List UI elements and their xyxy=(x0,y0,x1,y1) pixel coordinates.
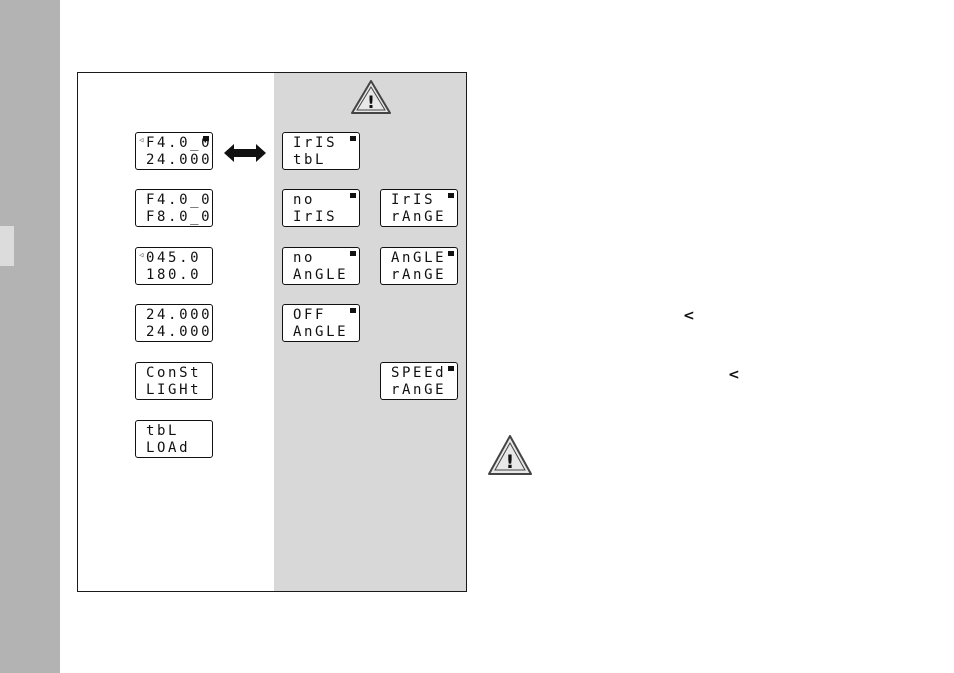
lcd-line-1: IrIS xyxy=(391,192,451,208)
lcd-line-2: 24.000 xyxy=(146,324,206,340)
lcd-line-1: F4.0_0 xyxy=(146,135,206,151)
lcd-display-right-2: AnGLE rAnGE xyxy=(380,247,458,285)
lcd-line-2: F8.0_0 xyxy=(146,209,206,225)
lcd-line-2: rAnGE xyxy=(391,209,451,225)
lcd-line-2: rAnGE xyxy=(391,267,451,283)
lcd-line-2: LIGHt xyxy=(146,382,206,398)
chevron-left-icon: < xyxy=(683,309,695,323)
lcd-line-1: F4.0_0 xyxy=(146,192,206,208)
lcd-line-2: 180.0 xyxy=(146,267,206,283)
selection-indicator: ◁ xyxy=(139,251,143,259)
lcd-line-1: 045.0 xyxy=(146,250,206,266)
lcd-line-1: ConSt xyxy=(146,365,206,381)
lcd-display-middle-3: no AnGLE xyxy=(282,247,360,285)
warning-mark: ! xyxy=(506,451,515,473)
lcd-line-1: OFF xyxy=(293,307,353,323)
lcd-display-left-4: 24.000 24.000 xyxy=(135,304,213,342)
chapter-tab-marker xyxy=(0,226,14,266)
lcd-line-2: AnGLE xyxy=(293,267,353,283)
lcd-display-middle-2: no IrIS xyxy=(282,189,360,227)
lcd-line-1: SPEEd xyxy=(391,365,451,381)
lcd-line-2: tbL xyxy=(293,152,353,168)
lcd-line-1: IrIS xyxy=(293,135,353,151)
lcd-line-2: rAnGE xyxy=(391,382,451,398)
lcd-display-left-5: ConSt LIGHt xyxy=(135,362,213,400)
chevron-left-icon: < xyxy=(728,368,740,382)
double-arrow-icon xyxy=(224,143,266,163)
lcd-line-1: no xyxy=(293,192,353,208)
lcd-line-1: 24.000 xyxy=(146,307,206,323)
lcd-display-right-1: IrIS rAnGE xyxy=(380,189,458,227)
lcd-line-2: 24.000 xyxy=(146,152,206,168)
display-diagram-panel: ◁ F4.0_0 24.000 F4.0_0 F8.0_0 ◁ 045.0 18… xyxy=(77,72,467,592)
lcd-line-2: IrIS xyxy=(293,209,353,225)
page-side-margin xyxy=(0,0,60,673)
warning-triangle-icon: ! xyxy=(487,434,533,476)
lcd-display-middle-1: IrIS tbL xyxy=(282,132,360,170)
lcd-display-left-3: ◁ 045.0 180.0 xyxy=(135,247,213,285)
lcd-line-2: AnGLE xyxy=(293,324,353,340)
lcd-line-1: no xyxy=(293,250,353,266)
lcd-line-1: tbL xyxy=(146,423,206,439)
lcd-display-left-2: F4.0_0 F8.0_0 xyxy=(135,189,213,227)
warning-mark: ! xyxy=(367,93,375,113)
lcd-line-1: AnGLE xyxy=(391,250,451,266)
selection-indicator: ◁ xyxy=(139,136,143,144)
warning-triangle-icon: ! xyxy=(350,79,392,115)
lcd-line-2: LOAd xyxy=(146,440,206,456)
lcd-display-left-6: tbL LOAd xyxy=(135,420,213,458)
lcd-display-middle-4: OFF AnGLE xyxy=(282,304,360,342)
lcd-display-left-1: ◁ F4.0_0 24.000 xyxy=(135,132,213,170)
lcd-display-right-3: SPEEd rAnGE xyxy=(380,362,458,400)
